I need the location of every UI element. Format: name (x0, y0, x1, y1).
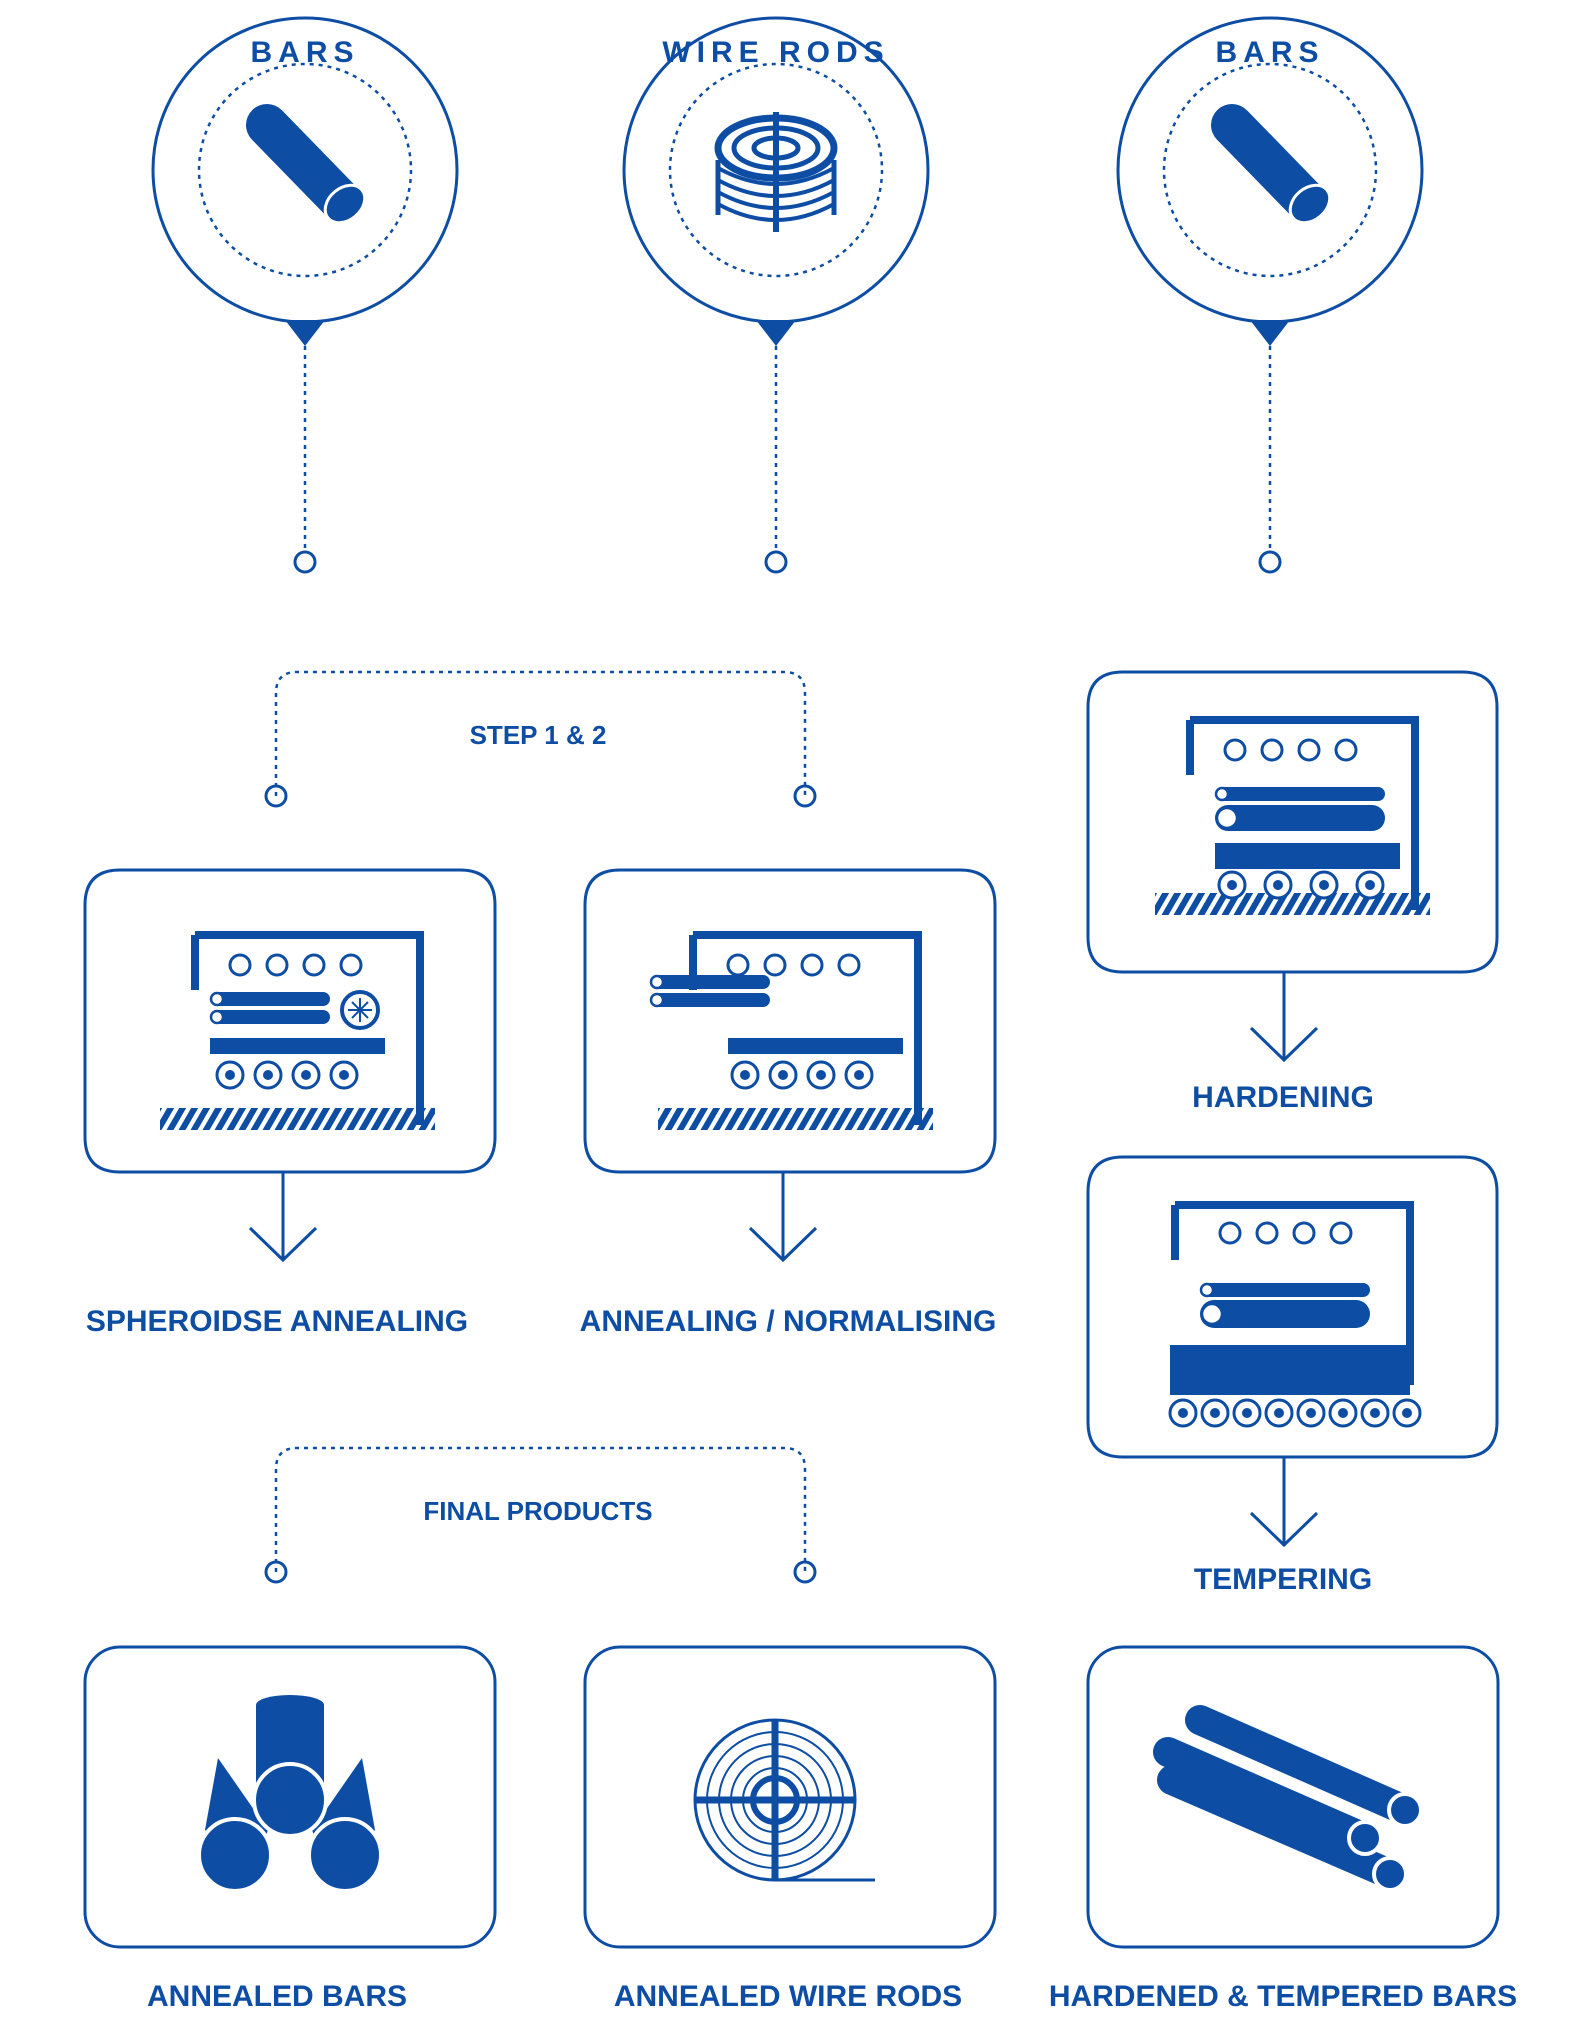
wire-coil-icon (693, 1718, 875, 1882)
step-label: STEP 1 & 2 (470, 720, 607, 750)
process-label: TEMPERING (1194, 1563, 1372, 1596)
product-label: HARDENED & TEMPERED BARS (1049, 1980, 1517, 2013)
process-label: HARDENING (1192, 1081, 1374, 1114)
product-annealed-bars: ANNEALED BARS (83, 1645, 497, 2013)
furnace-icon (1155, 720, 1430, 915)
source-label: BARS (250, 36, 359, 69)
bars-stack-icon (197, 1695, 383, 1893)
final-bracket: FINAL PRODUCTS (264, 1446, 817, 1584)
card-spheroidise: SPHEROIDSE ANNEALING (83, 868, 497, 1338)
bar-icon (1232, 125, 1337, 230)
source-label: WIRE RODS (662, 36, 889, 69)
furnace-icon (648, 935, 933, 1130)
card-annealing: ANNEALING / NORMALISING (580, 868, 997, 1338)
furnace-icon (1168, 1201, 1422, 1428)
card-tempering: TEMPERING (1086, 1155, 1499, 1596)
step-bracket: STEP 1 & 2 (264, 670, 817, 808)
bars-bundle-icon (1153, 1705, 1423, 1892)
wire-coil-icon (714, 112, 838, 232)
bar-icon (267, 125, 372, 230)
process-label: SPHEROIDSE ANNEALING (86, 1305, 468, 1338)
process-label: ANNEALING / NORMALISING (580, 1305, 997, 1338)
source-label: BARS (1215, 36, 1324, 69)
product-label: ANNEALED BARS (147, 1980, 407, 2013)
source-pin-bars-right: BARS (1116, 16, 1424, 574)
source-pin-wire-rods: WIRE RODS (622, 16, 930, 574)
source-pin-bars-left: BARS (151, 16, 459, 574)
product-label: ANNEALED WIRE RODS (614, 1980, 962, 2013)
furnace-icon (160, 935, 435, 1130)
card-hardening: HARDENING (1086, 670, 1499, 1114)
product-hardened-tempered-bars: HARDENED & TEMPERED BARS (1049, 1645, 1517, 2013)
product-annealed-wire-rods: ANNEALED WIRE RODS (583, 1645, 997, 2013)
final-label: FINAL PRODUCTS (423, 1496, 652, 1526)
